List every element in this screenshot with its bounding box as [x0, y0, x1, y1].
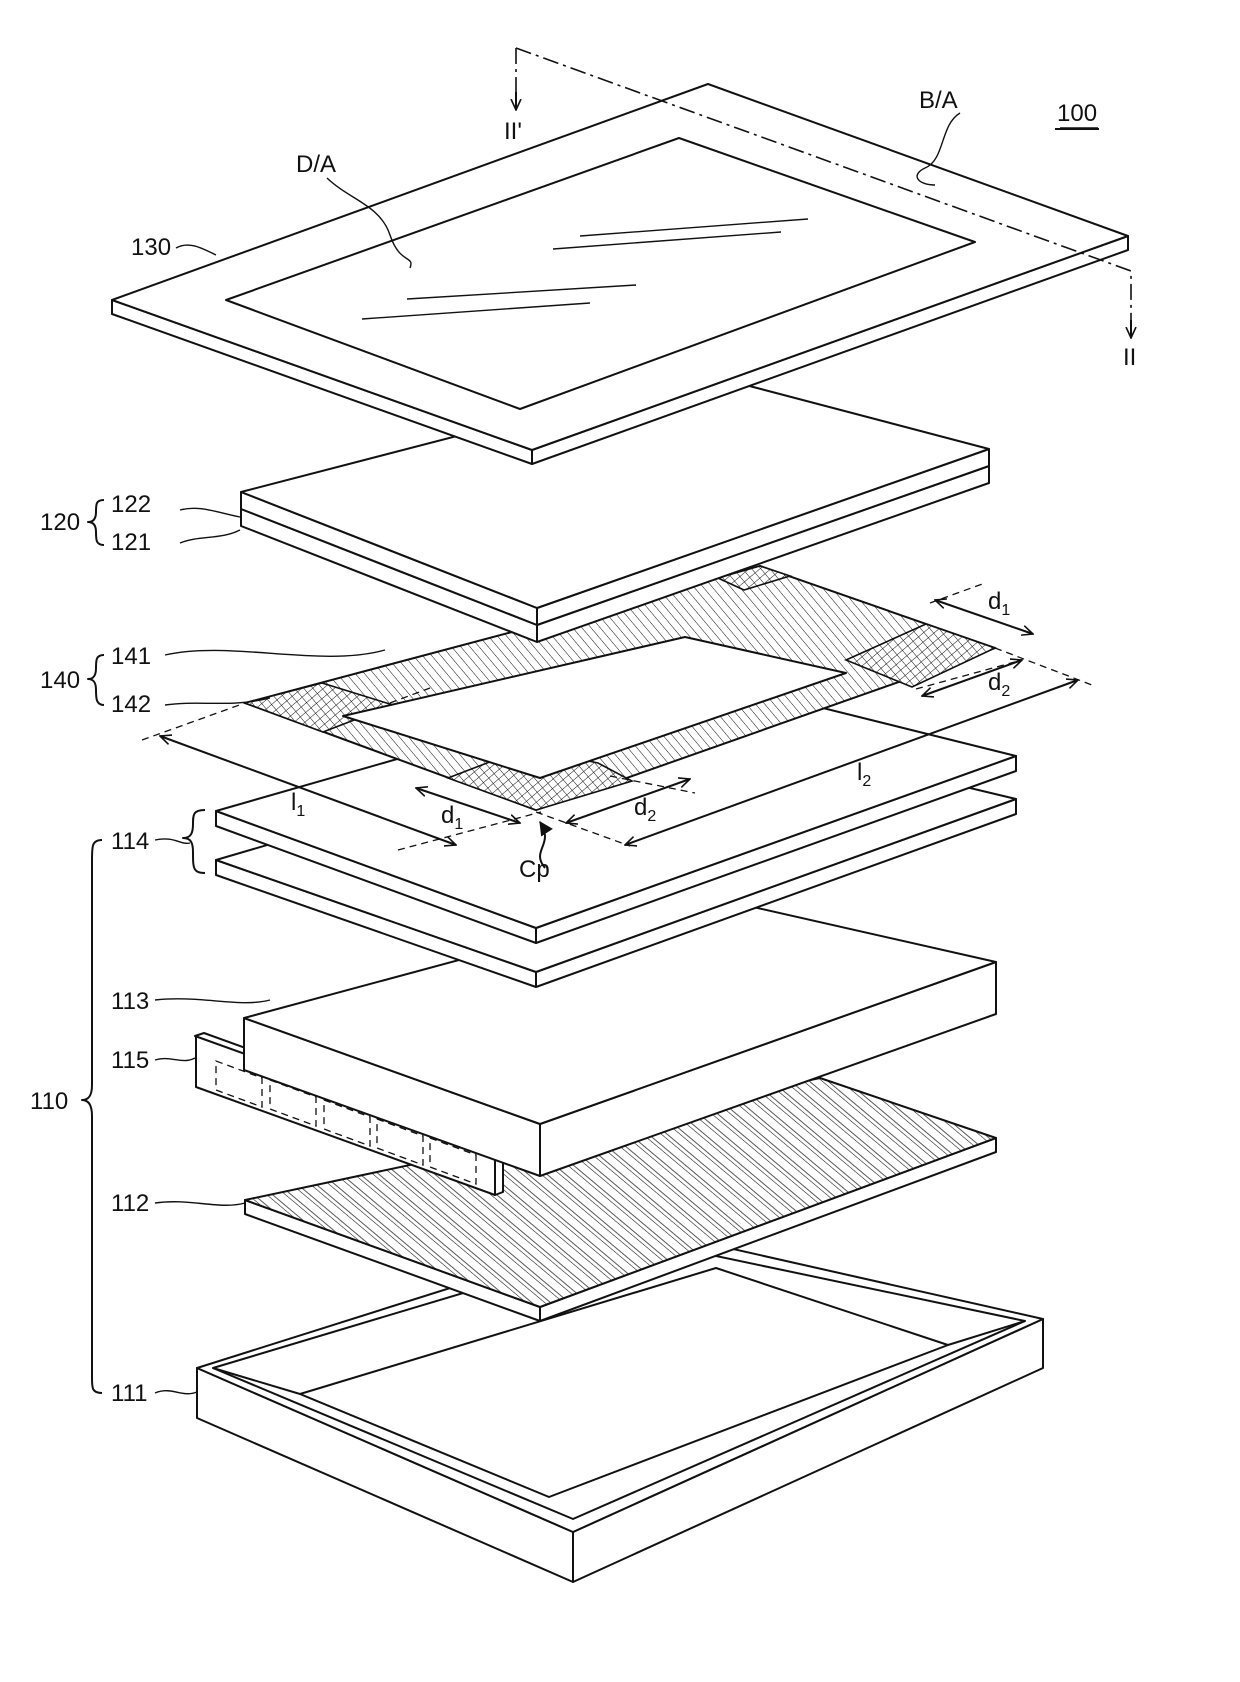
label-110: 110	[30, 1088, 68, 1115]
label-130: 130	[131, 234, 171, 261]
label-ref-100: 100	[1057, 100, 1097, 127]
label-115: 115	[111, 1047, 149, 1074]
label-corner-point: Cp	[519, 856, 550, 883]
label-d1-upper: d1	[988, 588, 1010, 619]
label-121: 121	[111, 529, 151, 556]
label-113: 113	[111, 988, 149, 1015]
label-120: 120	[40, 509, 80, 536]
label-141: 141	[111, 643, 151, 670]
label-display-area: D/A	[296, 151, 336, 178]
label-section-bottom: II	[1123, 344, 1136, 371]
label-111: 111	[111, 1380, 147, 1407]
cover-plate-130	[112, 84, 1128, 464]
label-142: 142	[111, 691, 151, 718]
label-140: 140	[40, 667, 80, 694]
label-114: 114	[111, 828, 149, 855]
label-border-area: B/A	[919, 87, 958, 114]
braces	[82, 500, 205, 1393]
label-d2-upper: d2	[988, 669, 1010, 700]
label-section-top: II'	[504, 118, 522, 145]
label-112: 112	[111, 1190, 149, 1217]
label-122: 122	[111, 491, 151, 518]
